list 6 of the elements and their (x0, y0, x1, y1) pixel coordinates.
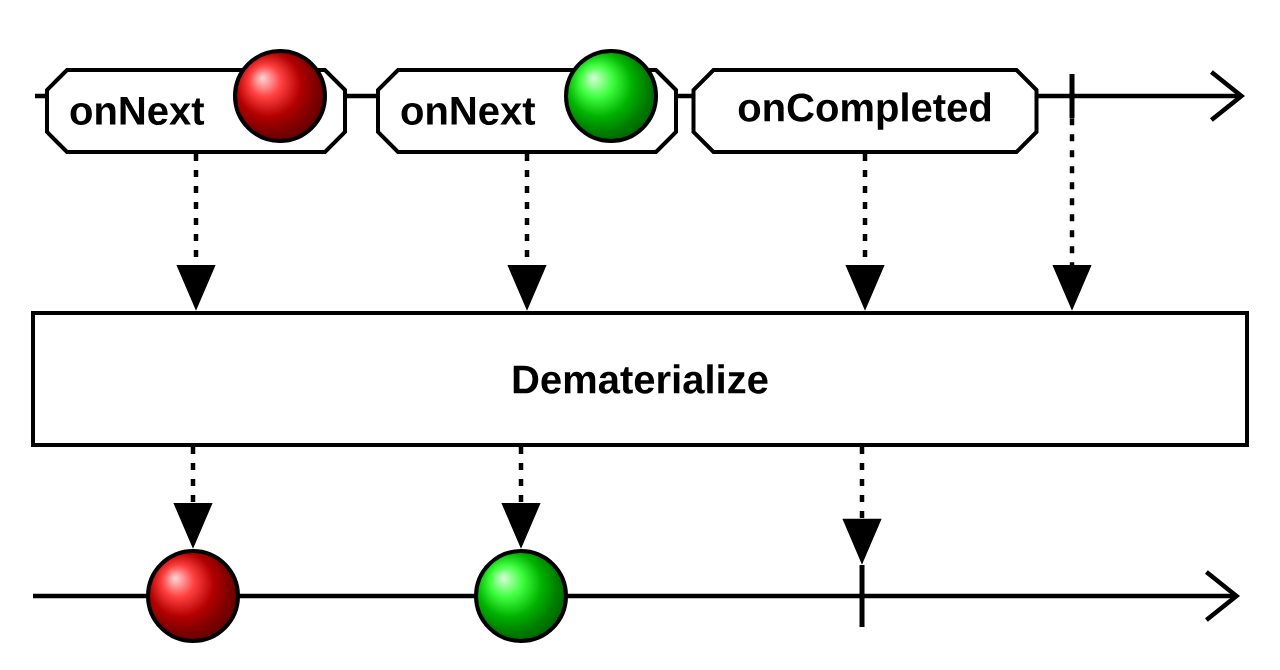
operator-box: Dematerialize (31, 311, 1249, 447)
marble (146, 549, 240, 643)
marble (474, 549, 568, 643)
notification-box: onCompleted (691, 68, 1039, 154)
completion-tick (1069, 74, 1075, 118)
completion-tick (859, 565, 865, 627)
